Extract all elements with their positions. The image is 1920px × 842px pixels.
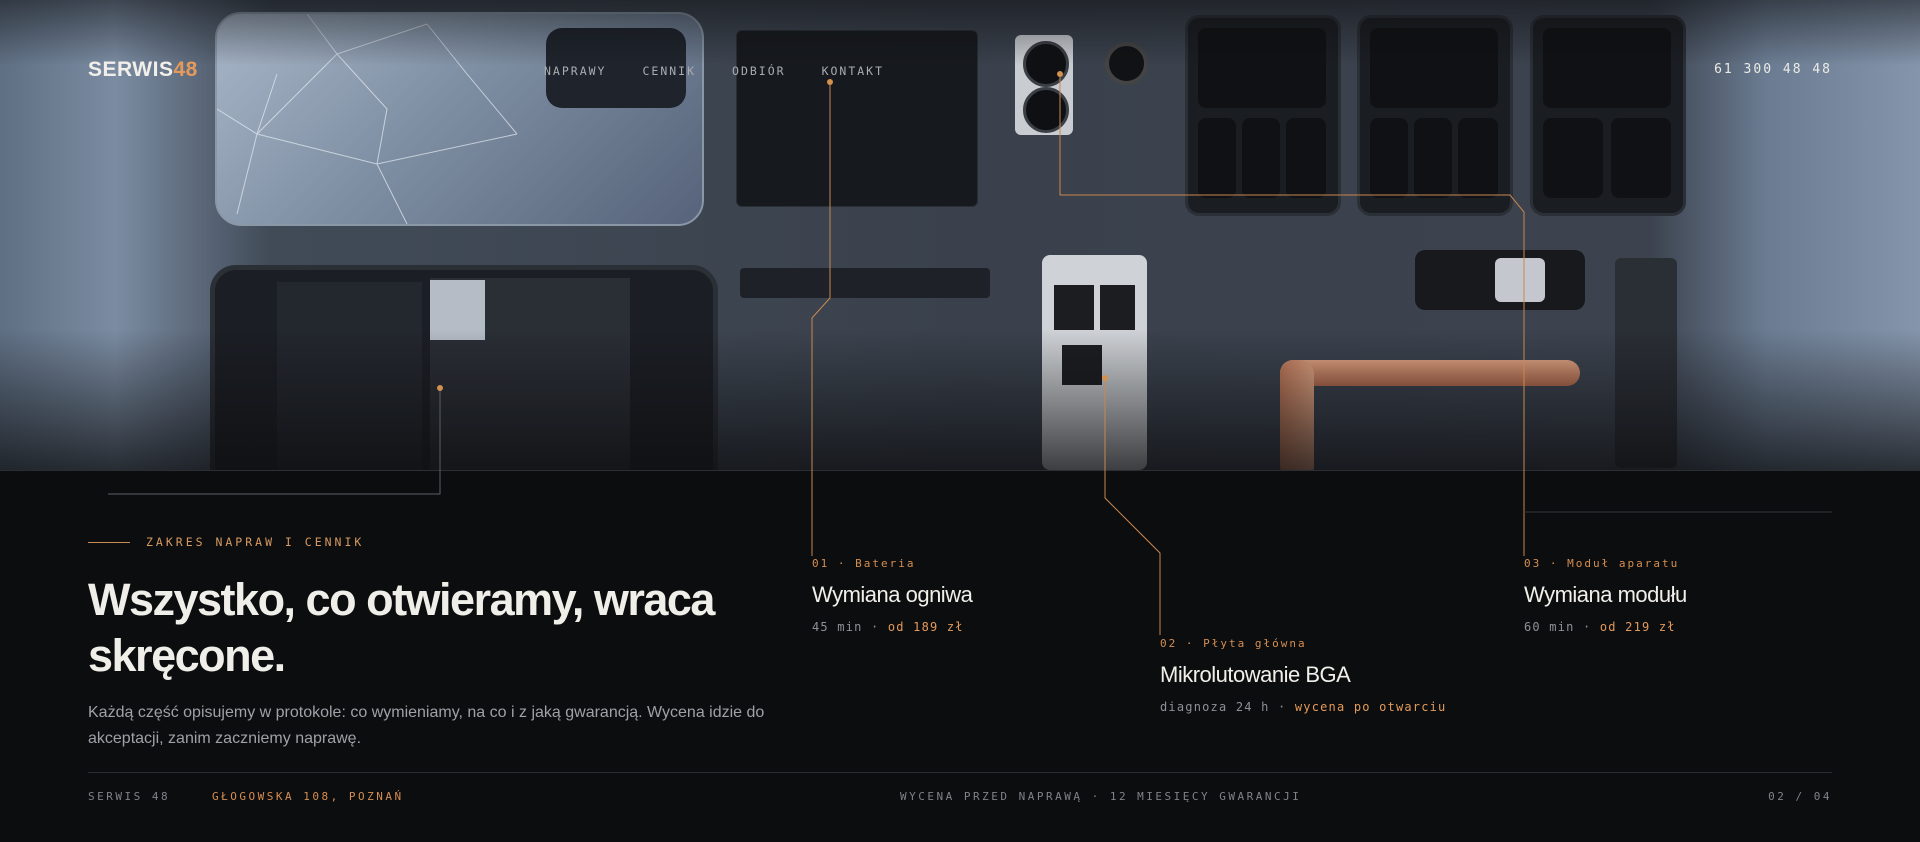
section-kicker: ZAKRES NAPRAW I CENNIK	[88, 535, 364, 549]
service-meta: 60 min · od 219 zł	[1524, 620, 1687, 634]
service-item-camera[interactable]: 03 · Moduł aparatu Wymiana modułu 60 min…	[1524, 557, 1687, 634]
page-title: Wszystko, co otwieramy, wraca skręcone.	[88, 574, 715, 682]
service-label: 03 · Moduł aparatu	[1524, 557, 1680, 570]
hero-divider	[0, 470, 1920, 471]
service-time: 60 min	[1524, 620, 1575, 634]
flex-cable	[740, 268, 990, 298]
service-time: diagnoza 24 h	[1160, 700, 1270, 714]
service-price: od 219 zł	[1599, 620, 1676, 634]
screw-tray	[1185, 15, 1341, 216]
meta-separator: ·	[871, 620, 880, 634]
service-meta: diagnoza 24 h · wycena po otwarciu	[1160, 700, 1447, 714]
screw-tray	[1357, 15, 1513, 216]
service-title: Wymiana modułu	[1524, 582, 1687, 607]
service-title: Mikrolutowanie BGA	[1160, 662, 1351, 687]
footer-divider	[88, 772, 1832, 773]
kicker-text: ZAKRES NAPRAW I CENNIK	[146, 535, 365, 549]
screw-tray	[1530, 15, 1686, 216]
nav-item-odbior[interactable]: ODBIÓR	[732, 64, 786, 78]
footer-address[interactable]: GŁOGOWSKA 108, POZNAŃ	[212, 790, 404, 803]
battery-cell	[736, 30, 978, 207]
service-price: od 189 zł	[887, 620, 964, 634]
footer-tagline: WYCENA PRZED NAPRAWĄ · 12 MIESIĘCY GWARA…	[900, 790, 1302, 803]
service-price: wycena po otwarciu	[1294, 700, 1447, 714]
page-indicator: 02 / 04	[1768, 790, 1832, 803]
footer-brand: SERWIS 48	[88, 790, 171, 803]
main-nav: NAPRAWY CENNIK ODBIÓR KONTAKT	[544, 64, 884, 78]
nav-item-cennik[interactable]: CENNIK	[642, 64, 697, 78]
service-label: 01 · Bateria	[812, 557, 916, 570]
lead-paragraph: Każdą część opisujemy w protokole: co wy…	[88, 704, 765, 747]
service-title: Wymiana ogniwa	[812, 582, 973, 607]
service-time: 45 min	[812, 620, 863, 634]
logo[interactable]: SERWIS48	[88, 58, 198, 82]
front-camera	[1105, 42, 1148, 85]
logo-text: SERWIS	[88, 58, 174, 81]
hero-photo	[0, 0, 1920, 470]
meta-separator: ·	[1277, 700, 1287, 714]
heat-pipe	[1280, 360, 1314, 470]
meta-separator: ·	[1583, 620, 1592, 634]
phone-frame	[210, 265, 718, 470]
service-item-battery[interactable]: 01 · Bateria Wymiana ogniwa 45 min · od …	[812, 557, 973, 634]
nav-item-kontakt[interactable]: KONTAKT	[821, 64, 885, 78]
loudspeaker	[1415, 250, 1585, 310]
logo-accent: 48	[173, 58, 198, 81]
logic-board	[1042, 255, 1147, 470]
service-label: 02 · Płyta główna	[1160, 637, 1307, 650]
phone-number[interactable]: 61 300 48 48	[1714, 62, 1832, 77]
heat-pipe	[1280, 360, 1580, 386]
camera-module	[1015, 35, 1073, 135]
nav-item-naprawy[interactable]: NAPRAWY	[544, 64, 607, 78]
service-meta: 45 min · od 189 zł	[812, 620, 972, 634]
charging-port-board	[1615, 258, 1677, 468]
cracked-back-glass	[215, 12, 704, 226]
service-item-board[interactable]: 02 · Płyta główna Mikrolutowanie BGA dia…	[1160, 637, 1447, 714]
kicker-rule	[88, 541, 130, 543]
